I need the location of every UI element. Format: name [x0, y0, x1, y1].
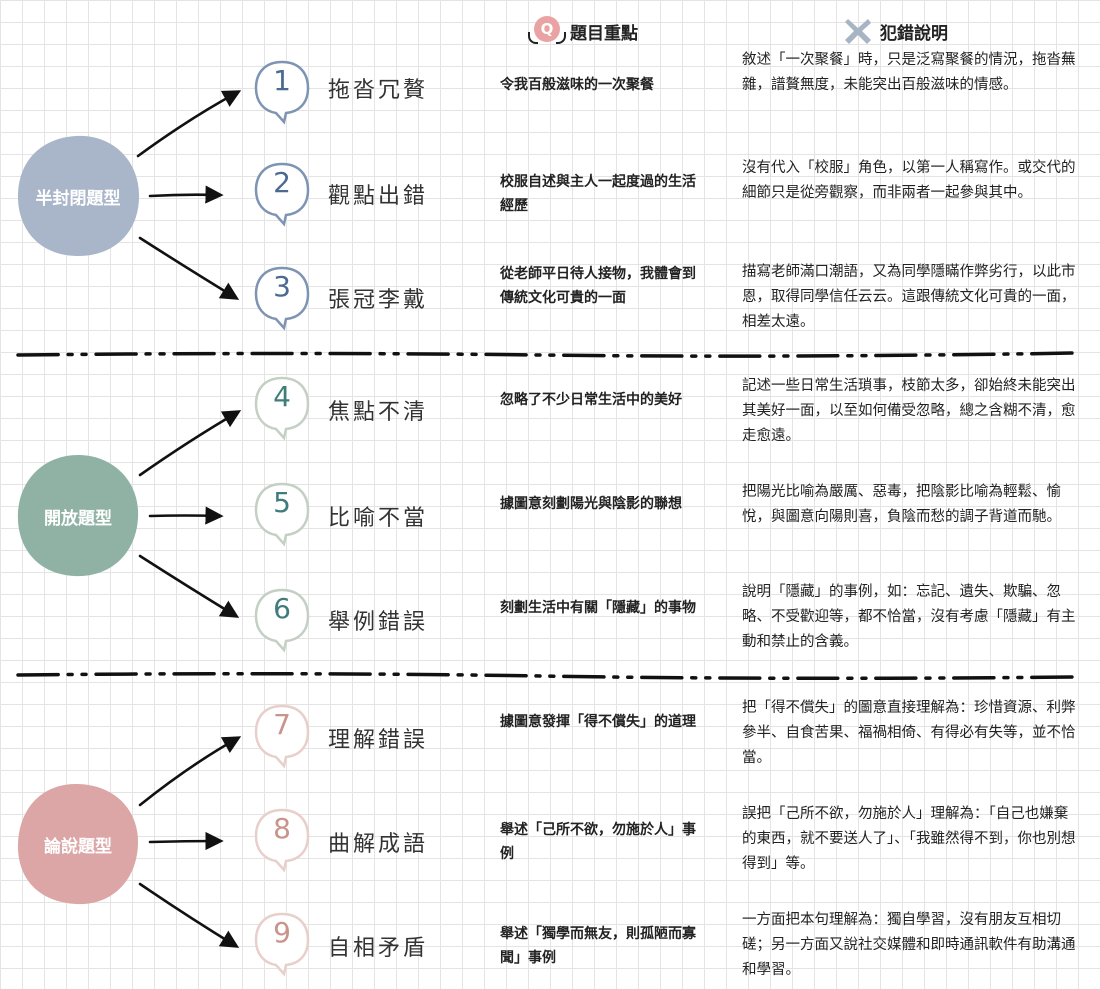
mistake-column-title: 犯錯說明	[880, 23, 948, 44]
error-name-2: 觀點出錯	[328, 184, 429, 209]
arrow-7	[138, 736, 242, 807]
arrow-8	[148, 831, 224, 851]
mistake-desc-4: 記述一些日常生活瑣事，枝節太多，卻始終未能突出其美好一面，以至如何備受忽略，總之…	[742, 378, 1076, 444]
arrow-2	[148, 185, 224, 204]
divider-1	[16, 351, 1077, 358]
badge-number: 8	[273, 812, 291, 845]
error-name-7: 理解錯誤	[328, 728, 429, 753]
question-focus-4: 忽略了不少日常生活中的美好	[500, 392, 682, 408]
badge-number: 4	[273, 380, 291, 413]
question-focus-2: 校服自述與主人一起度過的生活經歷	[500, 174, 696, 214]
category-argumentative: 論說題型	[14, 780, 142, 908]
badge-5: 5	[252, 480, 312, 550]
mistake-desc-2: 沒有代入「校服」角色，以第一人稱寫作。或交代的細節只是從旁觀察，而非兩者一起參與…	[742, 160, 1076, 201]
category-label: 開放題型	[44, 508, 112, 529]
arrow-3	[138, 236, 240, 300]
badge-number: 9	[273, 916, 291, 949]
badge-number: 5	[273, 486, 291, 519]
blob-shape	[17, 454, 139, 577]
badge-2: 2	[252, 160, 312, 230]
arrow-9	[138, 882, 240, 948]
focus-column-header: Q 題目重點	[528, 14, 638, 48]
blob-shape	[17, 135, 140, 257]
question-mascot-icon: Q	[528, 14, 566, 48]
category-label: 論說題型	[44, 836, 112, 857]
category-semi-closed: 半封閉題型	[14, 132, 142, 260]
question-focus-5: 據圖意刻劃陽光與陰影的聯想	[500, 496, 682, 512]
badge-number: 1	[273, 64, 291, 97]
mistake-desc-3: 描寫老師滿口潮語，又為同學隱瞞作弊劣行，以此市恩，取得同學信任云云。這跟傳統文化…	[742, 264, 1076, 330]
arrow-6	[138, 554, 240, 618]
question-focus-6: 刻劃生活中有關「隱藏」的事物	[500, 600, 696, 616]
arrow-5	[148, 506, 224, 525]
focus-column-title: 題目重點	[570, 23, 638, 44]
error-name-3: 張冠李戴	[328, 288, 429, 313]
mistake-desc-6: 說明「隱藏」的事例，如：忘記、遺失、欺騙、忽略、不受歡迎等，都不恰當，沒有考慮「…	[742, 584, 1076, 650]
question-focus-9: 舉述「獨學而無友，則孤陋而寡聞」事例	[500, 926, 696, 966]
question-focus-1: 令我百般滋味的一次聚餐	[500, 77, 654, 93]
mistake-desc-8: 誤把「己所不欲，勿施於人」理解為：「自己也嫌棄的東西，就不要送人了」、「我雖然得…	[742, 806, 1076, 872]
badge-number: 7	[273, 708, 291, 741]
arrow-1	[136, 90, 242, 158]
mistake-desc-7: 把「得不償失」的圖意直接理解為：珍惜資源、利弊參半、自食苦果、福禍相倚、有得必有…	[742, 700, 1076, 766]
error-name-4: 焦點不清	[328, 400, 429, 425]
category-open: 開放題型	[14, 452, 142, 580]
question-focus-7: 據圖意發揮「得不償失」的道理	[500, 714, 696, 730]
badge-3: 3	[252, 264, 312, 334]
error-name-1: 拖沓冗贅	[328, 78, 429, 103]
badge-7: 7	[252, 702, 312, 772]
badge-9: 9	[252, 910, 312, 980]
badge-number: 3	[273, 270, 291, 303]
mistake-desc-1: 敘述「一次聚餐」時，只是泛寫聚餐的情況，拖沓蕪雜，譜贅無度，未能突出百般滋味的情…	[742, 52, 1076, 93]
mistake-desc-5: 把陽光比喻為嚴厲、惡毒，把陰影比喻為輕鬆、愉悅，與圖意向陽則喜，負陰而愁的調子背…	[742, 484, 1061, 525]
question-focus-8: 舉述「己所不欲，勿施於人」事例	[500, 822, 696, 862]
badge-8: 8	[252, 806, 312, 876]
q-glyph: Q	[534, 16, 560, 42]
badge-1: 1	[252, 58, 312, 128]
cross-icon	[845, 19, 871, 44]
badge-number: 2	[273, 166, 291, 199]
category-label: 半封閉題型	[35, 188, 121, 209]
blob-shape	[17, 783, 139, 905]
badge-4: 4	[252, 374, 312, 444]
error-name-8: 曲解成語	[328, 832, 429, 857]
mistake-column-header: 犯錯說明	[842, 14, 948, 48]
divider-2	[16, 671, 1077, 681]
error-name-5: 比喻不當	[328, 506, 429, 531]
mistake-desc-9: 一方面把本句理解為：獨自學習，沒有朋友互相切磋；另一方面又說社交媒體和即時通訊軟…	[742, 912, 1076, 978]
badge-6: 6	[252, 586, 312, 656]
badge-number: 6	[273, 592, 291, 625]
arrow-4	[138, 410, 242, 477]
error-name-9: 自相矛盾	[328, 936, 429, 961]
error-name-6: 舉例錯誤	[328, 610, 429, 635]
question-focus-3: 從老師平日待人接物，我體會到傳統文化可貴的一面	[500, 266, 696, 306]
